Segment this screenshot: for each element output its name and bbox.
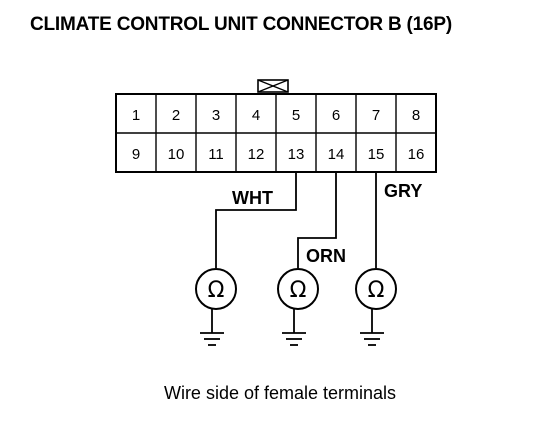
pin-11: 11 <box>208 146 224 163</box>
ohmmeter-icon: Ω <box>277 268 319 310</box>
pin-labels-bottom: 9 10 11 12 13 14 15 16 <box>132 146 425 163</box>
svg-text:Ω: Ω <box>290 278 307 303</box>
pin-8: 8 <box>412 107 420 124</box>
ground-icon <box>200 309 224 346</box>
ohmmeter-icon: Ω <box>195 268 237 310</box>
pin-14: 14 <box>328 146 345 163</box>
pin-9: 9 <box>132 146 140 163</box>
wire-orn <box>297 172 337 268</box>
pin-3: 3 <box>212 107 220 124</box>
pin-7: 7 <box>372 107 380 124</box>
ground-icon <box>282 309 306 346</box>
pin-labels-top: 1 2 3 4 5 6 7 8 <box>132 107 420 124</box>
wire-label-orn: ORN <box>306 246 346 266</box>
connector-latch <box>257 79 289 93</box>
pin-5: 5 <box>292 107 300 124</box>
pin-10: 10 <box>168 146 185 163</box>
wire-label-gry: GRY <box>384 181 422 201</box>
pin-2: 2 <box>172 107 180 124</box>
pin-12: 12 <box>248 146 265 163</box>
wire-wht <box>215 172 297 268</box>
pin-1: 1 <box>132 107 140 124</box>
connector-body <box>115 93 437 173</box>
svg-text:Ω: Ω <box>368 278 385 303</box>
diagram-caption: Wire side of female terminals <box>163 383 397 403</box>
pin-13: 13 <box>288 146 305 163</box>
wire-label-wht: WHT <box>232 188 273 208</box>
pin-16: 16 <box>408 146 425 163</box>
svg-text:Ω: Ω <box>208 278 225 303</box>
ohmmeter-icon: Ω <box>355 268 397 310</box>
diagram-title: CLIMATE CONTROL UNIT CONNECTOR B (16P) <box>30 14 453 35</box>
pin-15: 15 <box>368 146 385 163</box>
pin-6: 6 <box>332 107 340 124</box>
ground-icon <box>360 309 384 346</box>
pin-4: 4 <box>252 107 260 124</box>
